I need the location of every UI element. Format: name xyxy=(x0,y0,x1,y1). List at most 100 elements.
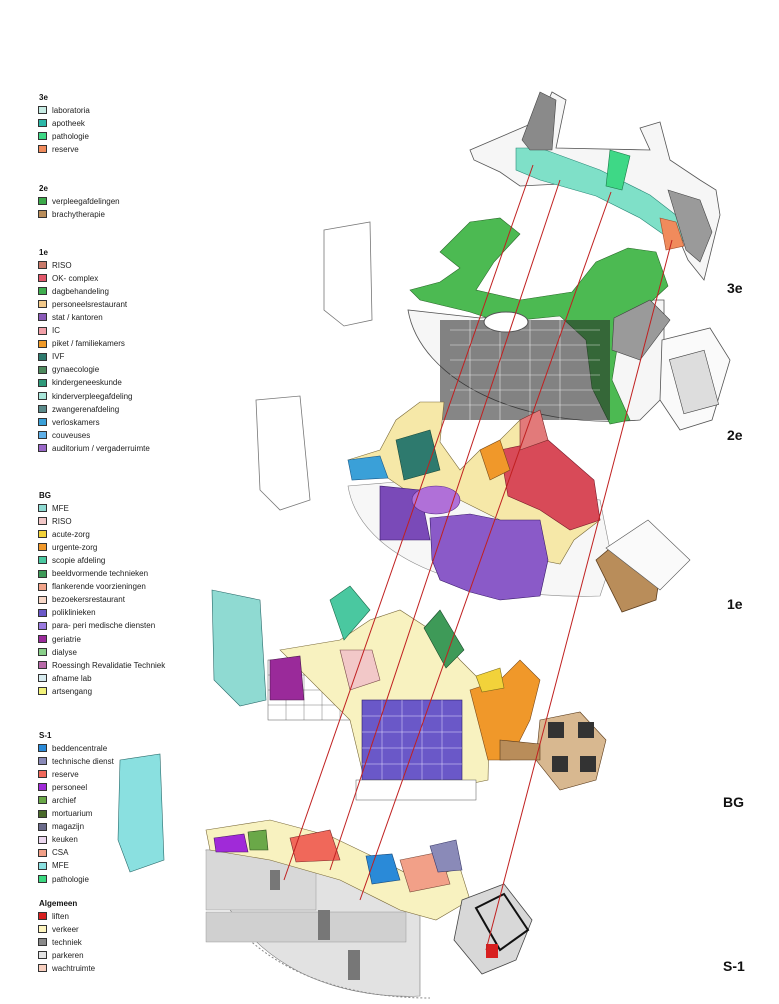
legend-swatch xyxy=(38,274,47,283)
legend-swatch xyxy=(38,569,47,578)
legend-item: personeelsrestaurant xyxy=(38,299,127,309)
legend-swatch xyxy=(38,543,47,552)
legend-label: afname lab xyxy=(52,673,92,683)
legend-swatch xyxy=(38,835,47,844)
legend-label: para- peri medische diensten xyxy=(52,621,156,631)
legend-item: wachtruimte xyxy=(38,963,95,973)
legend-item: verloskamers xyxy=(38,417,100,427)
legend-swatch xyxy=(38,504,47,512)
legend-item: techniek xyxy=(38,937,82,947)
legend-item: bezoekersrestaurant xyxy=(38,595,125,605)
legend-swatch xyxy=(38,687,47,696)
legend-item: RISO xyxy=(38,516,72,526)
legend-label: MFE xyxy=(52,503,69,513)
legend-label: archief xyxy=(52,795,77,805)
legend-label: artsengang xyxy=(52,686,93,696)
legend-label: liften xyxy=(52,911,69,921)
legend-swatch xyxy=(38,339,47,348)
legend-swatch xyxy=(38,796,47,805)
legend-item: CSA xyxy=(38,848,68,858)
legend-swatch xyxy=(38,405,47,414)
legend-label: dagbehandeling xyxy=(52,286,109,296)
legend-swatch xyxy=(38,431,47,440)
legend-label: beeldvormende technieken xyxy=(52,569,149,578)
legend-item: beeldvormende technieken xyxy=(38,569,148,579)
legend-item: stat / kantoren xyxy=(38,312,103,322)
legend-item: MFE xyxy=(38,861,69,871)
legend-item: verpleegafdelingen xyxy=(38,196,120,206)
legend-label: flankerende voorzieningen xyxy=(52,582,146,592)
legend-swatch xyxy=(38,783,47,792)
legend-swatch xyxy=(38,661,47,670)
legend-swatch xyxy=(38,300,47,309)
legend-item: RISO xyxy=(38,260,72,270)
legend-swatch xyxy=(38,648,47,657)
legend-item: dagbehandeling xyxy=(38,286,109,296)
legend-swatch xyxy=(38,964,47,973)
legend-label: piket / familiekamers xyxy=(52,339,125,349)
legend-label: beddencentrale xyxy=(52,743,108,753)
legend-item: auditorium / vergaderruimte xyxy=(38,443,150,453)
legend-label: kinderverpleegafdeling xyxy=(52,391,133,401)
legend-item: keuken xyxy=(38,835,78,845)
legend-swatch xyxy=(38,210,47,219)
legend-label: apotheek xyxy=(52,118,85,128)
legend-label: acute-zorg xyxy=(52,529,90,539)
legend-swatch xyxy=(38,744,47,752)
legend-label: laboratoria xyxy=(52,105,90,115)
legend-swatch xyxy=(38,197,47,205)
legend-label: personeel xyxy=(52,782,88,792)
legend-label: magazijn xyxy=(52,822,85,832)
legend-swatch xyxy=(38,925,47,934)
legend-item: geriatrie xyxy=(38,634,81,644)
legend-swatch xyxy=(38,875,47,883)
legend-swatch xyxy=(38,530,47,539)
legend-swatch xyxy=(38,770,47,779)
legend-swatch xyxy=(38,132,47,141)
legend-item: afname lab xyxy=(38,673,92,683)
legend-swatch xyxy=(38,608,47,617)
legend-group-title: 3e xyxy=(39,93,48,102)
legend-swatch xyxy=(38,365,47,374)
legend-label: parkeren xyxy=(52,950,84,960)
legend-swatch xyxy=(38,326,47,335)
legend-swatch xyxy=(38,621,47,630)
legend-item: archief xyxy=(38,795,76,805)
legend-item: gynaecologie xyxy=(38,365,99,375)
legend-label: auditorium / vergaderruimte xyxy=(52,443,150,453)
legend-item: mortuarium xyxy=(38,809,92,819)
legend-swatch xyxy=(38,595,47,604)
legend-swatch xyxy=(38,951,47,960)
legend-group-title: Algemeen xyxy=(39,899,78,908)
legend-swatch xyxy=(38,119,47,128)
legend-label: verloskamers xyxy=(52,417,100,427)
legend-swatch xyxy=(38,912,47,920)
legend-item: pathologie xyxy=(38,131,89,141)
legend-label: urgente-zorg xyxy=(52,542,98,552)
legend-label: zwangerenafdeling xyxy=(52,404,120,414)
legend-label: wachtruimte xyxy=(52,963,96,973)
legend-item: liften xyxy=(38,911,69,921)
legend-label: RISO xyxy=(52,516,72,526)
legend-swatch xyxy=(38,378,47,387)
legend-item: scopie afdeling xyxy=(38,555,105,565)
legend-swatch xyxy=(38,848,47,857)
legend-item: pathologie xyxy=(38,874,89,884)
legend-label: couveuses xyxy=(52,430,91,440)
legend-item: zwangerenafdeling xyxy=(38,404,119,414)
legend-swatch xyxy=(38,418,47,427)
legend-swatch xyxy=(38,287,47,296)
legend-group-title: S-1 xyxy=(39,731,52,740)
legend-label: personeelsrestaurant xyxy=(52,299,128,309)
legend-swatch xyxy=(38,352,47,361)
legend-label: gynaecologie xyxy=(52,365,100,375)
lift-shaft-lines xyxy=(283,164,673,951)
legend-swatch xyxy=(38,313,47,322)
legend-swatch xyxy=(38,106,47,114)
legend-item: technische dienst xyxy=(38,756,114,766)
legend-label: IC xyxy=(52,326,60,335)
legend-swatch xyxy=(38,392,47,400)
legend-group-title: BG xyxy=(39,491,51,500)
floor-label-s1: S-1 xyxy=(723,958,745,974)
